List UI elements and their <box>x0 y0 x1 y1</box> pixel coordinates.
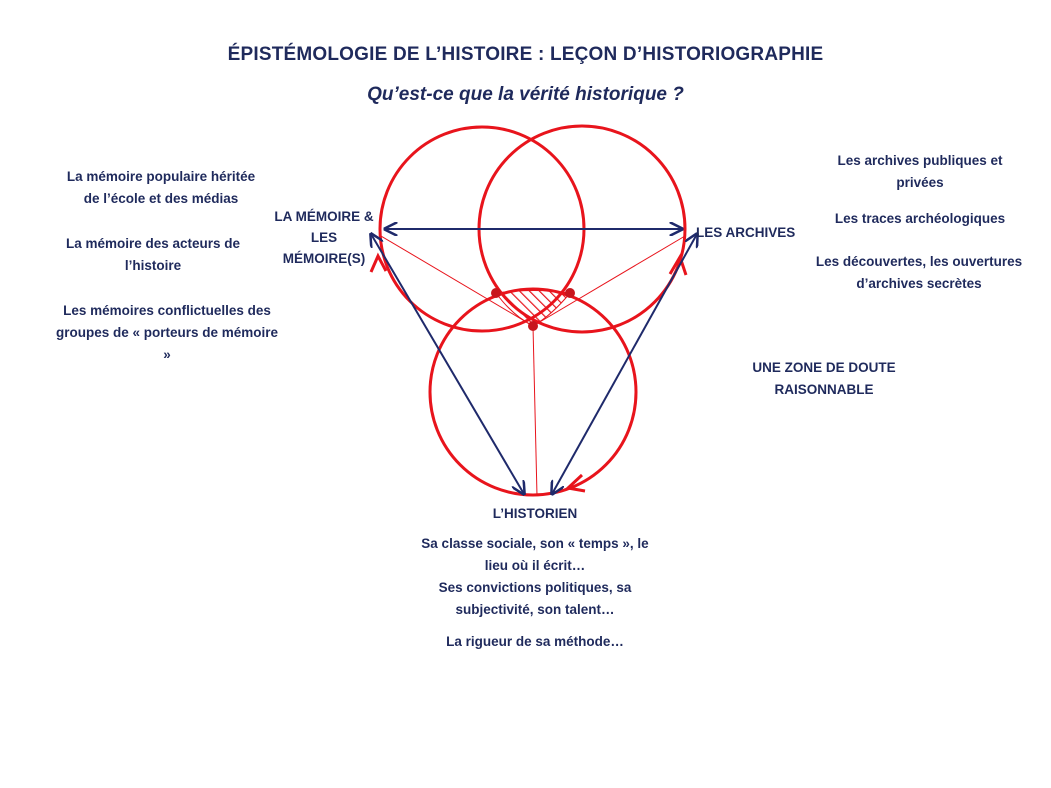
left-note-2: La mémoire des acteurs de l’histoire <box>65 236 241 273</box>
node-historien-label: L’HISTORIEN <box>492 506 578 521</box>
historien-note-2: Ses convictions politiques, sa subjectiv… <box>438 580 632 617</box>
right-note-1: Les archives publiques et privées <box>837 153 1003 190</box>
node-archives-label: LES ARCHIVES <box>696 225 796 240</box>
thin-line-memoire <box>380 235 534 327</box>
page-title: ÉPISTÉMOLOGIE DE L’HISTOIRE : LEÇON D’HI… <box>227 44 824 65</box>
node-memoire-label: LA MÉMOIRE & LES MÉMOIRE(S) <box>274 209 374 266</box>
intersection-dot-bottom <box>528 321 538 331</box>
historien-note-3: La rigueur de sa méthode… <box>446 634 624 649</box>
zone-doute-label: UNE ZONE DE DOUTE RAISONNABLE <box>752 360 896 397</box>
thin-line-historien <box>532 325 538 497</box>
left-note-1: La mémoire populaire héritée de l’école … <box>66 169 256 206</box>
arrow-archives-historien <box>552 234 697 494</box>
right-note-2: Les traces archéologiques <box>834 211 1006 226</box>
intersection-dot-left <box>491 288 501 298</box>
right-note-3: Les découvertes, les ouvertures d’archiv… <box>815 254 1023 291</box>
thin-line-archives <box>532 235 686 327</box>
historien-note-1: Sa classe sociale, son « temps », le lie… <box>421 536 649 573</box>
intersection-dot-right <box>565 288 575 298</box>
page-subtitle: Qu’est-ce que la vérité historique ? <box>367 84 684 105</box>
left-note-3: Les mémoires conflictuelles des groupes … <box>55 303 279 362</box>
arrow-memoire-historien <box>371 234 524 494</box>
